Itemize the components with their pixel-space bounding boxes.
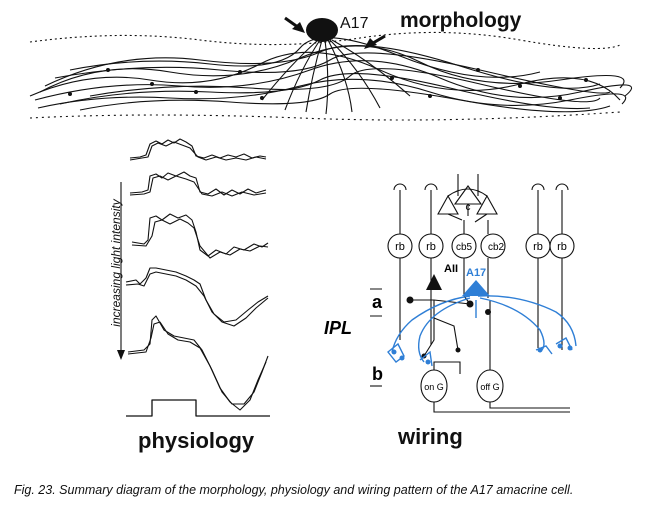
cone-bipolar-cb2 — [480, 233, 506, 259]
aii-label: AII — [444, 263, 458, 275]
ipl-bracket-a — [370, 288, 382, 317]
light-stimulus-trace — [126, 399, 270, 417]
morph-lower-boundary — [29, 111, 621, 121]
morph-upper-boundary — [29, 31, 621, 50]
response-trace — [125, 267, 269, 323]
cone-label: c — [466, 202, 471, 213]
rod-bipolar-cell — [549, 233, 575, 259]
a17-amacrine-soma — [462, 280, 490, 296]
sublamina-b-label: b — [372, 364, 383, 384]
a17-cell-label: A17 — [340, 15, 369, 32]
wiring-title: wiring — [398, 424, 463, 449]
cb5-label: cb5 — [456, 242, 473, 253]
aii-amacrine-soma — [426, 274, 442, 290]
morphology-title: morphology — [400, 9, 522, 32]
cone-left — [437, 194, 459, 215]
response-trace — [127, 315, 269, 405]
physiology-title: physiology — [138, 428, 255, 453]
rb-label: rb — [533, 241, 543, 253]
rod-bipolar-cell — [387, 233, 413, 259]
response-trace — [129, 138, 267, 159]
cb2-label: cb2 — [488, 242, 505, 253]
a17-wiring-label: A17 — [466, 267, 486, 279]
rb-label: rb — [426, 241, 436, 253]
rb-label: rb — [395, 241, 405, 253]
a17-soma — [306, 18, 338, 42]
cone-right — [476, 194, 498, 215]
off-ganglion-label: off G — [480, 382, 499, 392]
figure-caption: Fig. 23. Summary diagram of the morpholo… — [14, 483, 574, 497]
ipl-label: IPL — [324, 318, 352, 338]
cone-bipolar-cb5 — [451, 233, 477, 259]
on-ganglion-label: on G — [424, 382, 444, 392]
rb-label: rb — [557, 241, 567, 253]
sublamina-a-label: a — [372, 292, 383, 312]
rod-bipolar-cell — [418, 233, 444, 259]
